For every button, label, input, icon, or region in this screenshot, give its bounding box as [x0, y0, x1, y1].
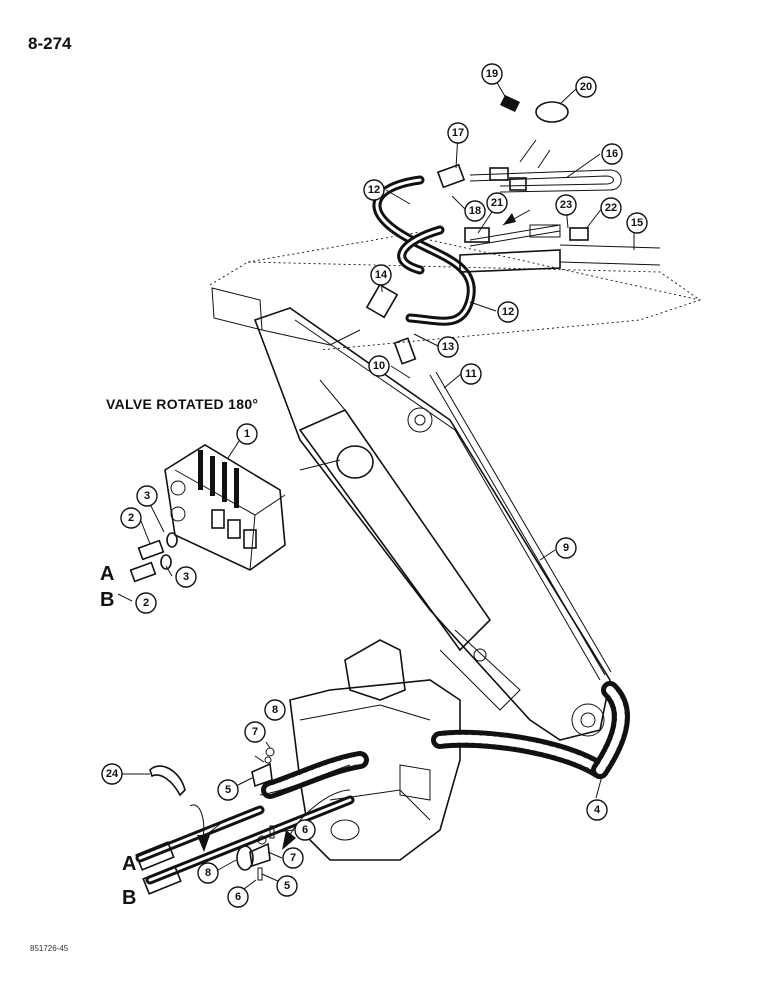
callout-12a: 12: [363, 179, 385, 201]
callout-label: 8: [272, 704, 278, 716]
callout-label: 12: [368, 184, 380, 196]
callout-label: 17: [452, 127, 464, 139]
callout-16: 16: [601, 143, 623, 165]
callout-label: 19: [486, 68, 498, 80]
callout-7a: 7: [244, 721, 266, 743]
control-valve: [164, 444, 286, 571]
callout-label: 2: [128, 512, 134, 524]
callout-9: 9: [555, 537, 577, 559]
callout-label: 23: [560, 199, 572, 211]
callout-label: 24: [106, 768, 119, 780]
callout-6a: 6: [294, 819, 316, 841]
callout-20: 20: [575, 76, 597, 98]
callout-label: 7: [290, 852, 296, 864]
callout-22: 22: [600, 197, 622, 219]
callout-8a: 8: [264, 699, 286, 721]
valve-port-b-label: B: [100, 589, 114, 611]
callout-label: 8: [205, 867, 211, 879]
callout-label: 18: [469, 205, 481, 217]
callout-label: 7: [252, 726, 258, 738]
callout-3b: 3: [175, 566, 197, 588]
callout-13: 13: [437, 336, 459, 358]
callout-18: 18: [464, 200, 486, 222]
callout-label: 22: [605, 202, 617, 214]
callout-label: 20: [580, 81, 592, 93]
callout-15: 15: [626, 212, 648, 234]
boom-outline: [209, 231, 701, 351]
callout-label: 3: [144, 490, 150, 502]
callout-5a: 5: [217, 779, 239, 801]
callout-4: 4: [586, 799, 608, 821]
callout-label: 16: [606, 148, 618, 160]
callout-3a: 3: [136, 485, 158, 507]
callout-label: 10: [373, 360, 385, 372]
hose-b-label: B: [122, 887, 136, 909]
callout-14: 14: [370, 264, 392, 286]
callout-label: 6: [302, 824, 308, 836]
callout-label: 14: [375, 269, 388, 281]
callout-23: 23: [555, 194, 577, 216]
figure-code: 851726-45: [30, 944, 69, 953]
callout-8b: 8: [197, 862, 219, 884]
callout-24: 24: [101, 763, 123, 785]
valve-view-title: VALVE ROTATED 180°: [106, 396, 259, 412]
callout-label: 6: [235, 891, 241, 903]
callout-label: 11: [465, 368, 477, 380]
callout-label: 1: [244, 428, 250, 440]
callout-label: 13: [442, 341, 454, 353]
callout-label: 12: [502, 306, 514, 318]
callout-10: 10: [368, 355, 390, 377]
callout-7b: 7: [282, 847, 304, 869]
callout-17: 17: [447, 122, 469, 144]
callout-label: 9: [563, 542, 569, 554]
callout-2a: 2: [120, 507, 142, 529]
callout-11: 11: [460, 363, 482, 385]
callout-label: 15: [631, 217, 643, 229]
hose-end-fittings: [135, 841, 182, 895]
swing-frame: [289, 639, 461, 861]
callout-12b: 12: [497, 301, 519, 323]
boom-cylinder: [298, 379, 521, 711]
boom-arm: [253, 307, 611, 741]
hydraulic-tube: [429, 371, 612, 676]
callout-label: 5: [284, 880, 290, 892]
callout-6b: 6: [227, 886, 249, 908]
lower-hoses: [135, 681, 630, 885]
valve-fittings: [129, 532, 178, 583]
callout-5b: 5: [276, 875, 298, 897]
callout-2b: 2: [135, 592, 157, 614]
valve-port-a-label: A: [100, 563, 114, 585]
callout-21: 21: [486, 192, 508, 214]
callout-1: 1: [236, 423, 258, 445]
callout-label: 4: [594, 804, 601, 816]
upper-fittings: [365, 95, 589, 365]
page-number: 8-274: [28, 34, 72, 53]
hose-a-label: A: [122, 853, 136, 875]
callout-label: 2: [143, 597, 149, 609]
direction-arrow: [189, 789, 351, 852]
callout-label: 5: [225, 784, 231, 796]
callout-label: 3: [183, 571, 189, 583]
callout-label: 21: [491, 197, 503, 209]
steel-tubes: [459, 169, 661, 273]
callout-19: 19: [481, 63, 503, 85]
strap-clamp: [149, 765, 186, 797]
